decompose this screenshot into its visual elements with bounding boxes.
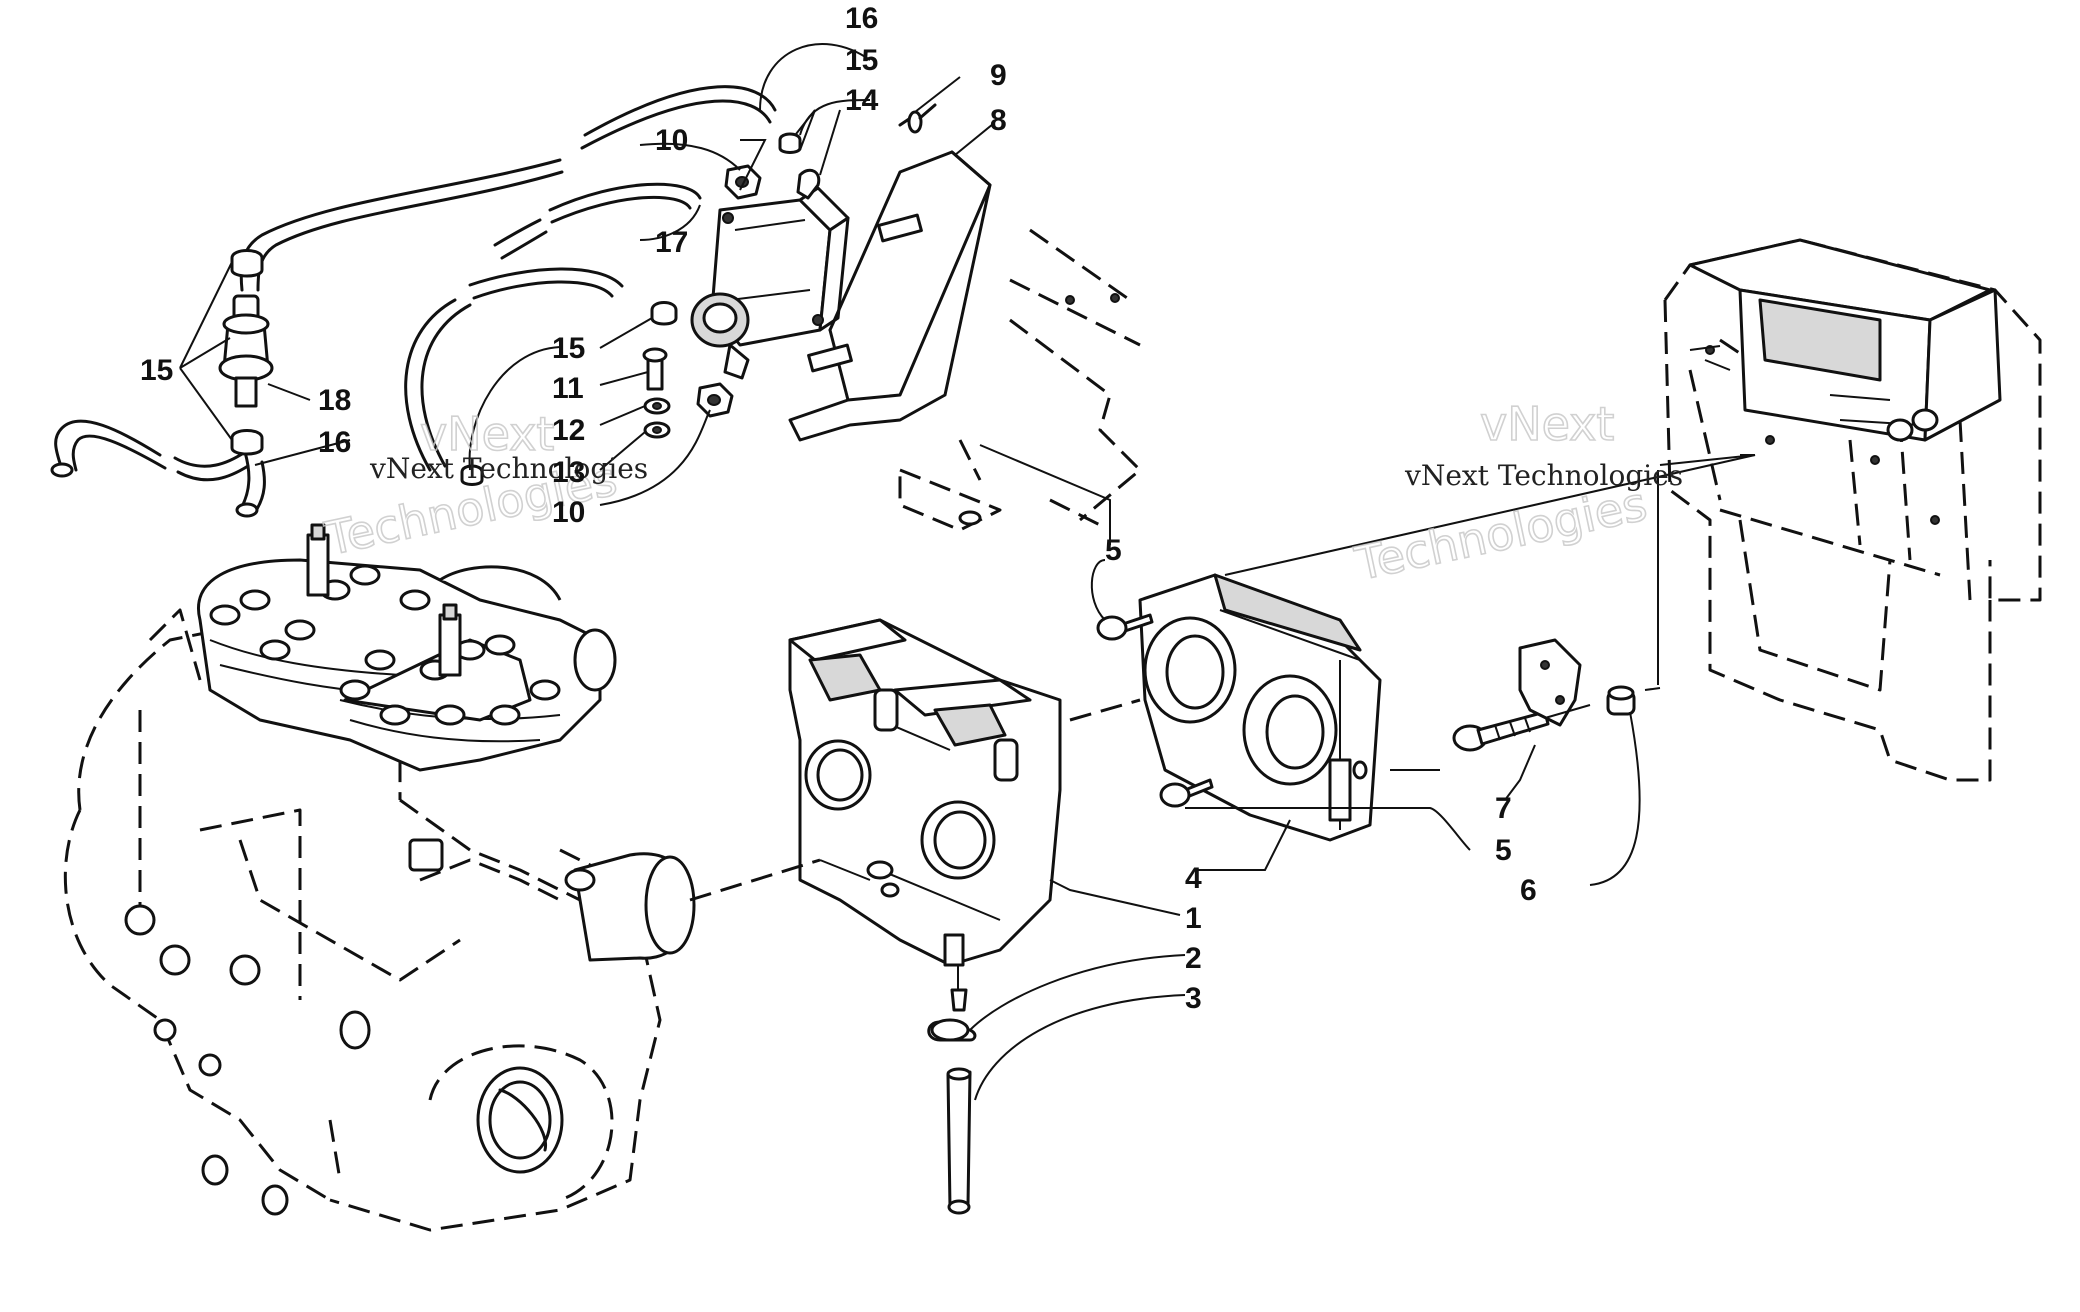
callout-10-upper: 10 <box>655 124 688 157</box>
chassis-mount-dashed <box>898 228 1142 532</box>
callout-17: 17 <box>655 226 688 259</box>
screw-lower <box>1159 778 1214 808</box>
bolt-washers <box>642 347 671 439</box>
fuel-hoses <box>50 85 777 518</box>
callout-12: 12 <box>552 414 585 447</box>
callout-1: 1 <box>1185 902 1202 935</box>
callout-14: 14 <box>845 84 879 117</box>
watermark-brand-right: vNext <box>1480 397 1614 451</box>
air-intake-silencer <box>1138 573 1382 842</box>
callout-8: 8 <box>990 104 1007 137</box>
screw-upper <box>1096 613 1154 641</box>
pump-bracket <box>788 150 992 442</box>
watermark-full-right: vNext Technologies <box>1404 459 1683 492</box>
callout-3: 3 <box>1185 982 1202 1015</box>
fuel-pump <box>690 168 850 380</box>
leader-lines <box>179 43 1111 545</box>
grommet <box>1606 685 1636 716</box>
rivet <box>898 103 937 134</box>
small-bracket <box>1518 638 1582 727</box>
callout-15-left: 15 <box>140 354 173 387</box>
callout-9: 9 <box>990 59 1007 92</box>
head-bolts <box>209 564 561 726</box>
watermark-brand-left: vNext <box>420 407 554 461</box>
spark-plugs <box>306 523 462 677</box>
callout-4: 4 <box>1185 862 1202 895</box>
airbox-dashed <box>1663 238 2042 782</box>
watermark-company-right: Technologies <box>1350 477 1651 591</box>
leader-lines-lower <box>969 559 1641 1101</box>
watermark-group-right: vNext Technologies vNext Technologies <box>1349 396 1683 592</box>
fuel-filter <box>218 249 274 456</box>
hose-clamp-lower <box>230 429 264 456</box>
drain-tube <box>946 965 972 1215</box>
alignment-lines <box>689 454 1756 902</box>
callout-10-lower: 10 <box>552 496 585 529</box>
callout-5-upper: 5 <box>1105 534 1122 567</box>
callout-6: 6 <box>1520 874 1537 907</box>
callout-16-top: 16 <box>845 2 878 35</box>
callout-16-left: 16 <box>318 426 351 459</box>
callout-18: 18 <box>318 384 351 417</box>
hose-clip <box>927 1018 977 1042</box>
carburetor-assembly <box>788 618 1062 967</box>
hose-clamps-pump <box>460 132 802 486</box>
engine <box>63 523 696 1232</box>
callout-7: 7 <box>1495 792 1512 825</box>
callout-11: 11 <box>552 372 584 405</box>
callout-13: 13 <box>552 456 585 489</box>
callout-15-middle: 15 <box>552 332 585 365</box>
callout-15-top: 15 <box>845 44 878 77</box>
watermark-full-left: vNext Technologies <box>369 452 648 485</box>
callout-5-lower: 5 <box>1495 834 1512 867</box>
callout-2: 2 <box>1185 942 1202 975</box>
nut-lower <box>696 382 734 418</box>
watermark-group-left: vNext Technologies vNext Technologies <box>319 406 648 567</box>
callout-labels: 16 15 14 9 8 10 17 15 11 12 13 10 15 18 … <box>140 2 1537 1015</box>
mount-bolt <box>1452 710 1550 752</box>
hose-clamp-upper <box>230 249 264 278</box>
